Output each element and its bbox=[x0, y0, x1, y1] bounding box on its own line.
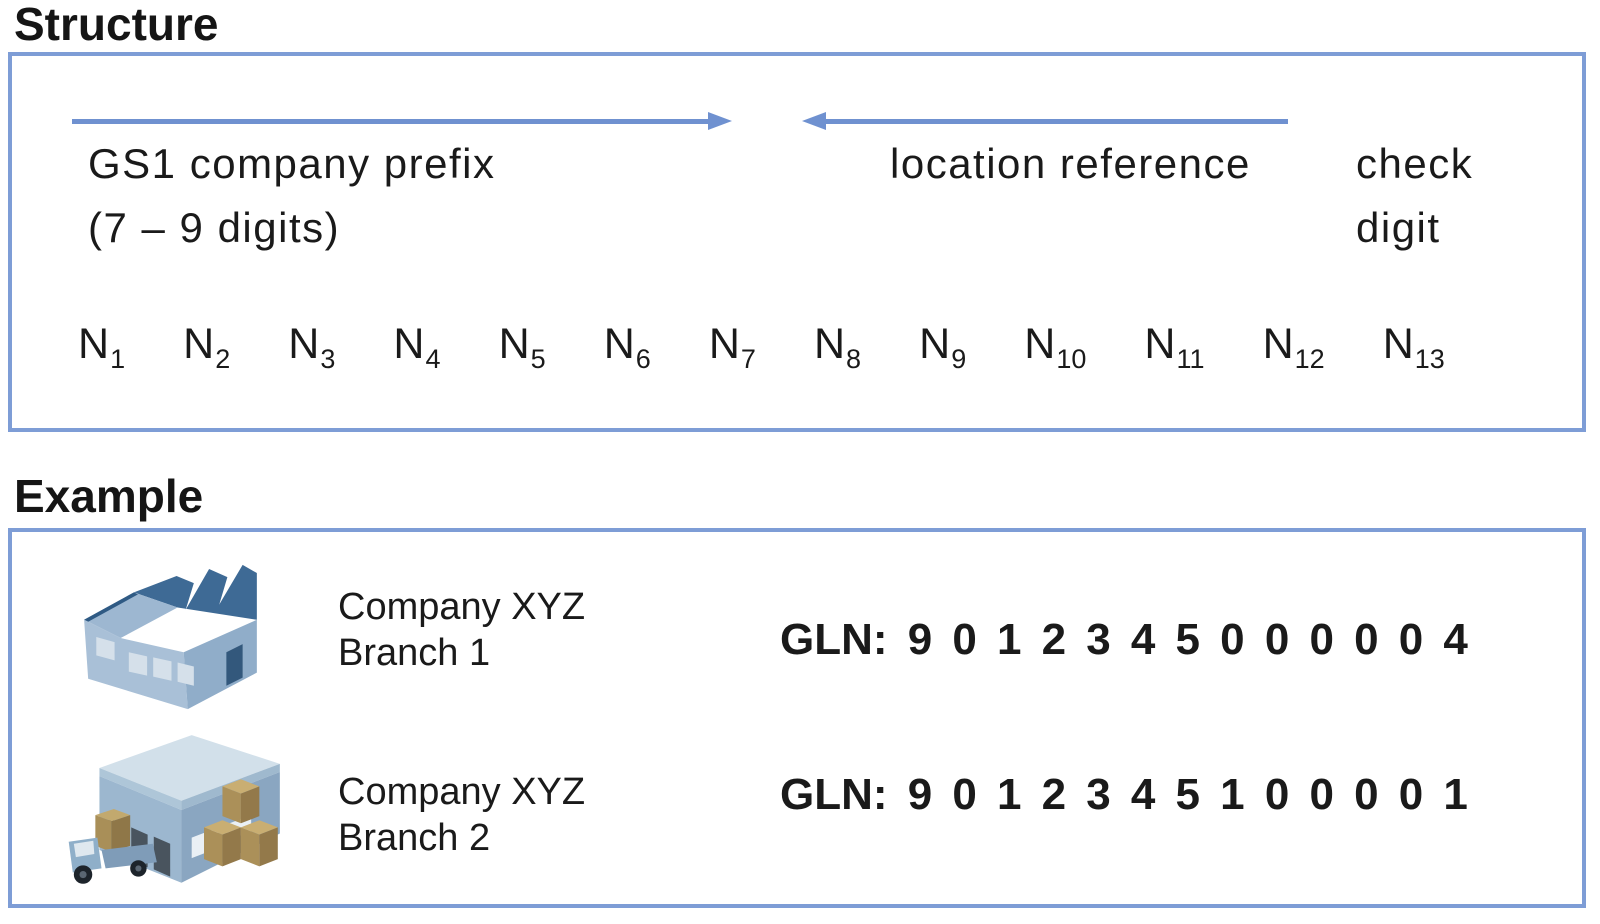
gln-digit: 0 bbox=[1398, 615, 1424, 664]
digit-position-index: 7 bbox=[740, 344, 756, 374]
gln-digit: 4 bbox=[1130, 615, 1156, 664]
digit-position-index: 3 bbox=[320, 344, 336, 374]
gln-digit: 9 bbox=[907, 615, 933, 664]
digit-position: N8 bbox=[813, 320, 862, 374]
digit-position-index: 9 bbox=[951, 344, 967, 374]
digit-position-index: 2 bbox=[215, 344, 231, 374]
check-digit-label: check digit bbox=[1356, 132, 1473, 260]
gln-digit: 0 bbox=[1398, 770, 1424, 819]
gln-digit: 0 bbox=[1354, 770, 1379, 819]
check-digit-label-line1: check bbox=[1356, 140, 1474, 187]
gln-digit: 1 bbox=[996, 770, 1022, 819]
digit-position: N6 bbox=[603, 320, 651, 374]
gln-digit: 4 bbox=[1130, 770, 1156, 819]
gln-digit: 0 bbox=[1220, 615, 1245, 664]
company-label: Company XYZ Branch 1 bbox=[338, 584, 585, 676]
company-prefix-arrow bbox=[72, 112, 732, 130]
digit-position-index: 1 bbox=[110, 344, 126, 374]
gln-digit: 0 bbox=[1309, 615, 1334, 664]
digit-position-row: N1 N2 N3 N4 N5 N6 N7 N8 N9 N10 N11 N12 N13 bbox=[78, 320, 1445, 374]
digit-position-index: 8 bbox=[846, 344, 862, 374]
digit-position-index: 12 bbox=[1294, 344, 1325, 374]
digit-position: N1 bbox=[78, 320, 126, 374]
gln-digit: 5 bbox=[1175, 770, 1201, 819]
warehouse-truck-icon bbox=[68, 735, 280, 884]
gln-digit: 1 bbox=[996, 615, 1022, 664]
gln-digit: 0 bbox=[1309, 770, 1334, 819]
arrow-line bbox=[824, 119, 1288, 124]
company-label: Company XYZ Branch 2 bbox=[338, 769, 585, 861]
gln-digit: 0 bbox=[1264, 615, 1290, 664]
digit-position-index: 11 bbox=[1176, 344, 1205, 374]
company-prefix-label-line1: GS1 company prefix bbox=[88, 140, 496, 187]
digit-position-index: 13 bbox=[1414, 344, 1445, 374]
gln-digit: 0 bbox=[952, 615, 977, 664]
example-heading: Example bbox=[14, 470, 204, 522]
company-name: Company XYZ bbox=[338, 586, 586, 628]
location-reference-arrow bbox=[802, 112, 1288, 130]
gln-digit: 2 bbox=[1041, 615, 1067, 664]
gln-digit: 9 bbox=[907, 770, 933, 819]
check-digit-label-line2: digit bbox=[1356, 204, 1441, 251]
gln-digit: 1 bbox=[1220, 770, 1245, 819]
structure-box bbox=[8, 52, 1586, 432]
company-branch: Branch 1 bbox=[338, 632, 491, 674]
gln-digit: 0 bbox=[952, 770, 977, 819]
location-reference-label: location reference bbox=[890, 140, 1251, 187]
arrow-left-icon bbox=[802, 112, 826, 130]
gln-digit: 0 bbox=[1354, 615, 1379, 664]
digit-position: N3 bbox=[288, 320, 336, 374]
gln-label: GLN: bbox=[780, 770, 888, 819]
digit-position: N2 bbox=[183, 320, 231, 374]
digit-position: N13 bbox=[1382, 320, 1445, 374]
company-name: Company XYZ bbox=[338, 771, 586, 813]
gln-digit: 2 bbox=[1041, 770, 1067, 819]
company-branch: Branch 2 bbox=[338, 817, 491, 859]
company-prefix-label: GS1 company prefix (7 – 9 digits) bbox=[88, 132, 496, 260]
digit-position: N7 bbox=[708, 320, 756, 374]
digit-position: N11 bbox=[1144, 320, 1205, 374]
digit-position: N12 bbox=[1262, 320, 1325, 374]
gln-label: GLN: bbox=[780, 615, 888, 664]
digit-position-index: 5 bbox=[530, 344, 546, 374]
factory-icon bbox=[84, 564, 257, 710]
structure-heading: Structure bbox=[14, 0, 219, 50]
arrow-right-icon bbox=[708, 112, 732, 130]
gln-digit: 4 bbox=[1443, 615, 1468, 664]
gln-digit: 0 bbox=[1264, 770, 1290, 819]
gln-digit: 5 bbox=[1175, 615, 1201, 664]
digit-position-index: 4 bbox=[425, 344, 441, 374]
company-prefix-label-line2: (7 – 9 digits) bbox=[88, 204, 341, 251]
gln-digit: 3 bbox=[1086, 770, 1111, 819]
digit-position: N9 bbox=[919, 320, 967, 374]
digit-position: N10 bbox=[1024, 320, 1087, 374]
digit-position: N5 bbox=[498, 320, 546, 374]
digit-position-index: 10 bbox=[1056, 344, 1087, 374]
gln-digit: 1 bbox=[1443, 770, 1468, 819]
arrow-line bbox=[72, 119, 712, 124]
digit-position-index: 6 bbox=[635, 344, 651, 374]
digit-position: N4 bbox=[393, 320, 441, 374]
gln-digit: 3 bbox=[1086, 615, 1111, 664]
